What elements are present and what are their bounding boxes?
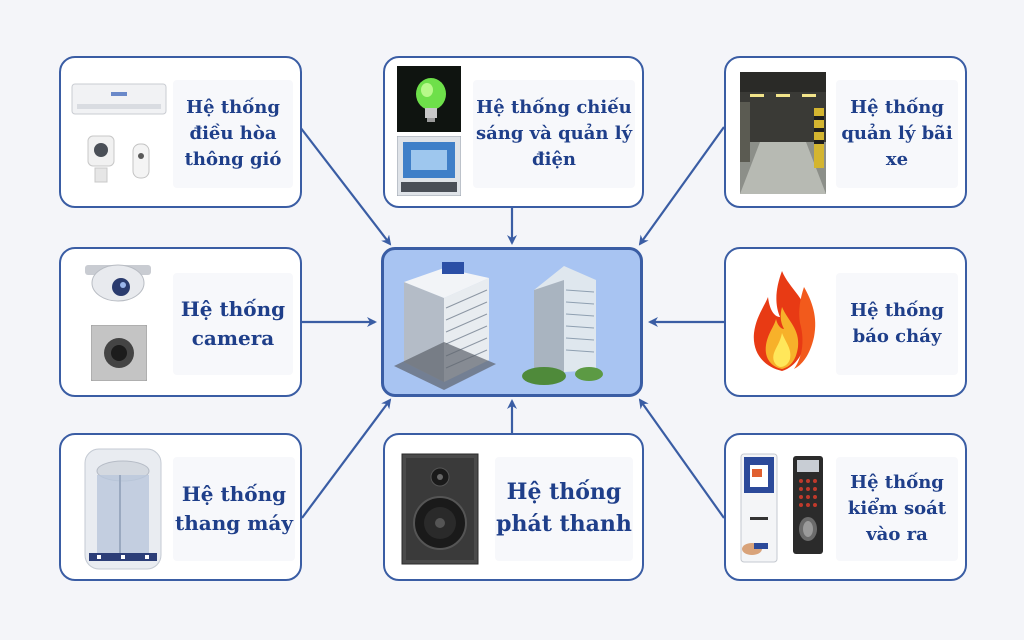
- elevator-cabin-icon: [84, 448, 162, 570]
- parking-label-line-3: xe: [885, 149, 909, 171]
- hvac-label-line-1: Hệ thống: [186, 96, 280, 118]
- office-buildings-icon: [394, 262, 603, 390]
- speaker-icon: [401, 453, 479, 565]
- access-control-system-box: Hệ thống kiểm soát vào ra: [724, 433, 967, 581]
- fire-alarm-system-box: Hệ thống báo cháy: [724, 247, 967, 397]
- camera-system-box: Hệ thống camera: [59, 247, 302, 397]
- light-bulb-icon: [397, 66, 461, 132]
- parking-label-line-1: Hệ thống: [850, 96, 944, 118]
- access-label-line-2: kiểm soát: [847, 497, 947, 519]
- arrow-parking: [638, 126, 725, 246]
- hvac-system-box: Hệ thống điều hòa thông gió: [59, 56, 302, 208]
- air-conditioner-icon: [71, 83, 167, 115]
- fire-label-line-2: báo cháy: [852, 326, 942, 347]
- parking-system-box: Hệ thống quản lý bãi xe: [724, 56, 967, 208]
- access-label-line-3: vào ra: [866, 524, 928, 546]
- camera-label-line-2: camera: [191, 326, 275, 350]
- fingerprint-keypad-icon: [793, 456, 823, 554]
- access-label-line-1: Hệ thống: [850, 471, 944, 493]
- card-reader-icon: [740, 453, 778, 563]
- thermostat-sensor-icon: [87, 135, 115, 183]
- arrow-elevator: [301, 398, 392, 519]
- arrow-access: [638, 398, 725, 519]
- remote-sensor-icon: [132, 143, 150, 179]
- flame-icon: [753, 271, 816, 371]
- fire-label-line-1: Hệ thống: [850, 299, 944, 321]
- elevator-system-box: Hệ thống thang máy: [59, 433, 302, 581]
- parking-garage-icon: [740, 72, 826, 194]
- center-building-hub: [381, 247, 643, 397]
- hvac-label-line-2: điều hòa: [189, 122, 277, 144]
- parking-label-line-2: quản lý bãi: [841, 122, 953, 144]
- elevator-label-line-2: thang máy: [175, 511, 293, 535]
- lighting-label-line-1: Hệ thống chiếu: [476, 96, 632, 118]
- elevator-label-line-1: Hệ thống: [181, 482, 287, 506]
- lighting-system-box: Hệ thống chiếu sáng và quản lý điện: [383, 56, 644, 208]
- lighting-label-line-3: điện: [532, 149, 576, 171]
- lighting-label-line-2: sáng và quản lý: [475, 122, 633, 144]
- box-camera-icon: [91, 325, 147, 381]
- audio-system-box: Hệ thống phát thanh: [383, 433, 644, 581]
- hvac-label-line-3: thông gió: [184, 149, 282, 171]
- camera-label-line-1: Hệ thống: [180, 297, 286, 321]
- arrow-hvac: [299, 126, 392, 246]
- audio-label-line-2: phát thanh: [496, 511, 632, 537]
- dome-camera-icon: [85, 264, 151, 302]
- audio-label-line-1: Hệ thống: [506, 479, 622, 506]
- control-monitor-icon: [397, 136, 461, 196]
